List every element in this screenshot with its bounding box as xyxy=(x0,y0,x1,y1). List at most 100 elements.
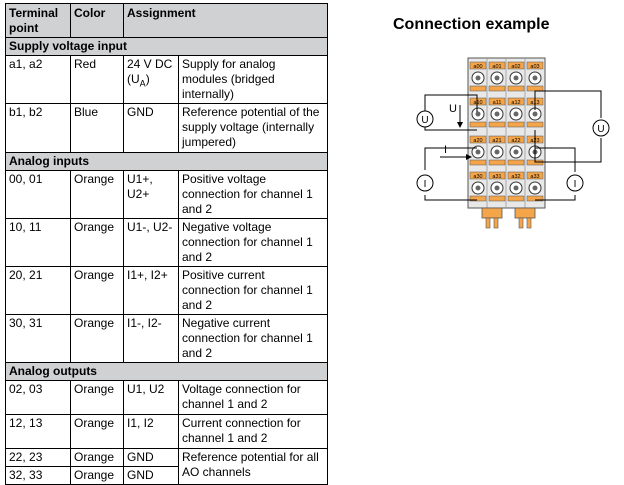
cell-color: Orange xyxy=(70,380,124,415)
terminal-release-lever xyxy=(469,85,487,92)
cell-signal: U1, U2 xyxy=(123,380,179,415)
table-row: 00, 01 Orange U1+, U2+ Positive voltage … xyxy=(5,170,328,219)
terminal-screw-head xyxy=(513,185,519,191)
terminal-screw-head xyxy=(513,111,519,117)
section-supply-voltage-input: Supply voltage input xyxy=(5,37,328,56)
terminal-label: a30 xyxy=(473,174,482,180)
terminal-release-lever xyxy=(488,121,506,128)
terminal-screw-head xyxy=(513,149,519,155)
current-meter-right: I xyxy=(566,174,584,192)
cell-terminal: b1, b2 xyxy=(5,103,71,153)
table-row: 10, 11 Orange U1-, U2- Negative voltage … xyxy=(5,218,328,267)
table-row: 12, 13 Orange I1, I2 Current connection … xyxy=(5,414,328,449)
terminal-release-lever xyxy=(488,85,506,92)
cell-description: Negative voltage connection for channel … xyxy=(178,218,328,267)
cell-color: Orange xyxy=(70,266,124,315)
terminal-label-plate xyxy=(507,97,525,106)
terminal-release-lever xyxy=(488,195,506,202)
terminal-release-lever xyxy=(507,121,525,128)
cell-signal: GND xyxy=(123,466,179,485)
cell-color: Red xyxy=(70,55,124,104)
terminal-label-plate xyxy=(469,135,487,144)
current-arrow-label: I xyxy=(444,144,447,156)
voltage-source-left: U xyxy=(416,110,434,128)
terminal-label-plate xyxy=(469,61,487,70)
terminal-release-lever xyxy=(469,159,487,166)
cell-description: Negative current connection for channel … xyxy=(178,314,328,363)
terminal-label: a01 xyxy=(492,64,501,70)
cell-color: Orange xyxy=(70,466,124,485)
cell-terminal: 32, 33 xyxy=(5,466,71,485)
terminal-label: a20 xyxy=(473,138,482,144)
terminal-label: a32 xyxy=(511,174,520,180)
terminal-screw-head xyxy=(475,75,481,81)
terminal-label-plate xyxy=(488,135,506,144)
terminal-label: a21 xyxy=(492,138,501,144)
cell-terminal: 20, 21 xyxy=(5,266,71,315)
terminal-label-plate xyxy=(507,61,525,70)
terminal-screw-head xyxy=(494,185,500,191)
cell-terminal: 00, 01 xyxy=(5,170,71,219)
terminal-label-plate xyxy=(488,171,506,180)
table-row: 22, 23 Orange GND Reference potential fo… xyxy=(5,448,328,485)
header-terminal-point: Terminal point xyxy=(5,3,71,38)
terminal-assignment-table: Terminal point Color Assignment Supply v… xyxy=(5,3,328,485)
terminal-label-plate xyxy=(526,171,544,180)
terminal-screw-head xyxy=(475,185,481,191)
section-row: Analog outputs xyxy=(5,362,328,381)
connector-plug-right xyxy=(514,207,536,219)
connection-example-title: Connection example xyxy=(393,16,550,33)
cell-terminal: a1, a2 xyxy=(5,55,71,104)
terminal-label: a31 xyxy=(492,174,501,180)
table-row: 30, 31 Orange I1-, I2- Negative current … xyxy=(5,314,328,363)
table-row: 02, 03 Orange U1, U2 Voltage connection … xyxy=(5,380,328,415)
terminal-release-lever xyxy=(526,121,544,128)
terminal-release-lever xyxy=(488,159,506,166)
cell-color: Orange xyxy=(70,414,124,449)
terminal-release-lever xyxy=(507,85,525,92)
terminal-release-lever xyxy=(526,195,544,202)
terminal-release-lever xyxy=(469,195,487,202)
terminal-label-plate xyxy=(507,135,525,144)
cell-signal: U1-, U2- xyxy=(123,218,179,267)
cell-signal: 24 V DC (UA) xyxy=(123,55,179,104)
current-arrow-head xyxy=(466,154,472,160)
terminal-label: a03 xyxy=(530,64,539,70)
cell-description: Voltage connection for channel 1 and 2 xyxy=(178,380,328,415)
cell-terminal: 12, 13 xyxy=(5,414,71,449)
cell-terminal: 02, 03 xyxy=(5,380,71,415)
terminal-label: a02 xyxy=(511,64,520,70)
terminal-release-lever xyxy=(469,121,487,128)
terminal-label-plate xyxy=(469,97,487,106)
cell-description: Reference potential of the supply voltag… xyxy=(178,103,328,153)
current-meter-right-label: I xyxy=(574,179,577,190)
terminal-label: a00 xyxy=(473,64,482,70)
terminal-label-plate xyxy=(488,61,506,70)
header-assignment: Assignment xyxy=(123,3,328,38)
header-color: Color xyxy=(70,3,124,38)
terminal-label: a33 xyxy=(530,174,539,180)
cell-description: Current connection for channel 1 and 2 xyxy=(178,414,328,449)
cell-description: Positive voltage connection for channel … xyxy=(178,170,328,219)
terminal-screw-head xyxy=(475,111,481,117)
table-row: 20, 21 Orange I1+, I2+ Positive current … xyxy=(5,266,328,315)
current-source-left-label: I xyxy=(424,179,427,190)
terminal-screw-head xyxy=(494,149,500,155)
terminal-screw-head xyxy=(532,111,538,117)
section-analog-inputs: Analog inputs xyxy=(5,152,328,171)
cell-description: Reference potential for all AO channels xyxy=(178,448,328,485)
cell-signal: U1+, U2+ xyxy=(123,170,179,219)
terminal-screw-head xyxy=(513,75,519,81)
terminal-release-lever xyxy=(526,85,544,92)
cell-color: Orange xyxy=(70,314,124,363)
cell-signal: I1, I2 xyxy=(123,414,179,449)
voltage-arrow-label: U xyxy=(449,103,457,115)
section-row: Supply voltage input xyxy=(5,37,328,56)
cell-color: Orange xyxy=(70,448,124,467)
cell-color: Orange xyxy=(70,170,124,219)
terminal-label: a10 xyxy=(473,100,482,106)
terminal-screw-head xyxy=(532,75,538,81)
cell-terminal: 22, 23 xyxy=(5,448,71,467)
terminal-screw-head xyxy=(475,149,481,155)
